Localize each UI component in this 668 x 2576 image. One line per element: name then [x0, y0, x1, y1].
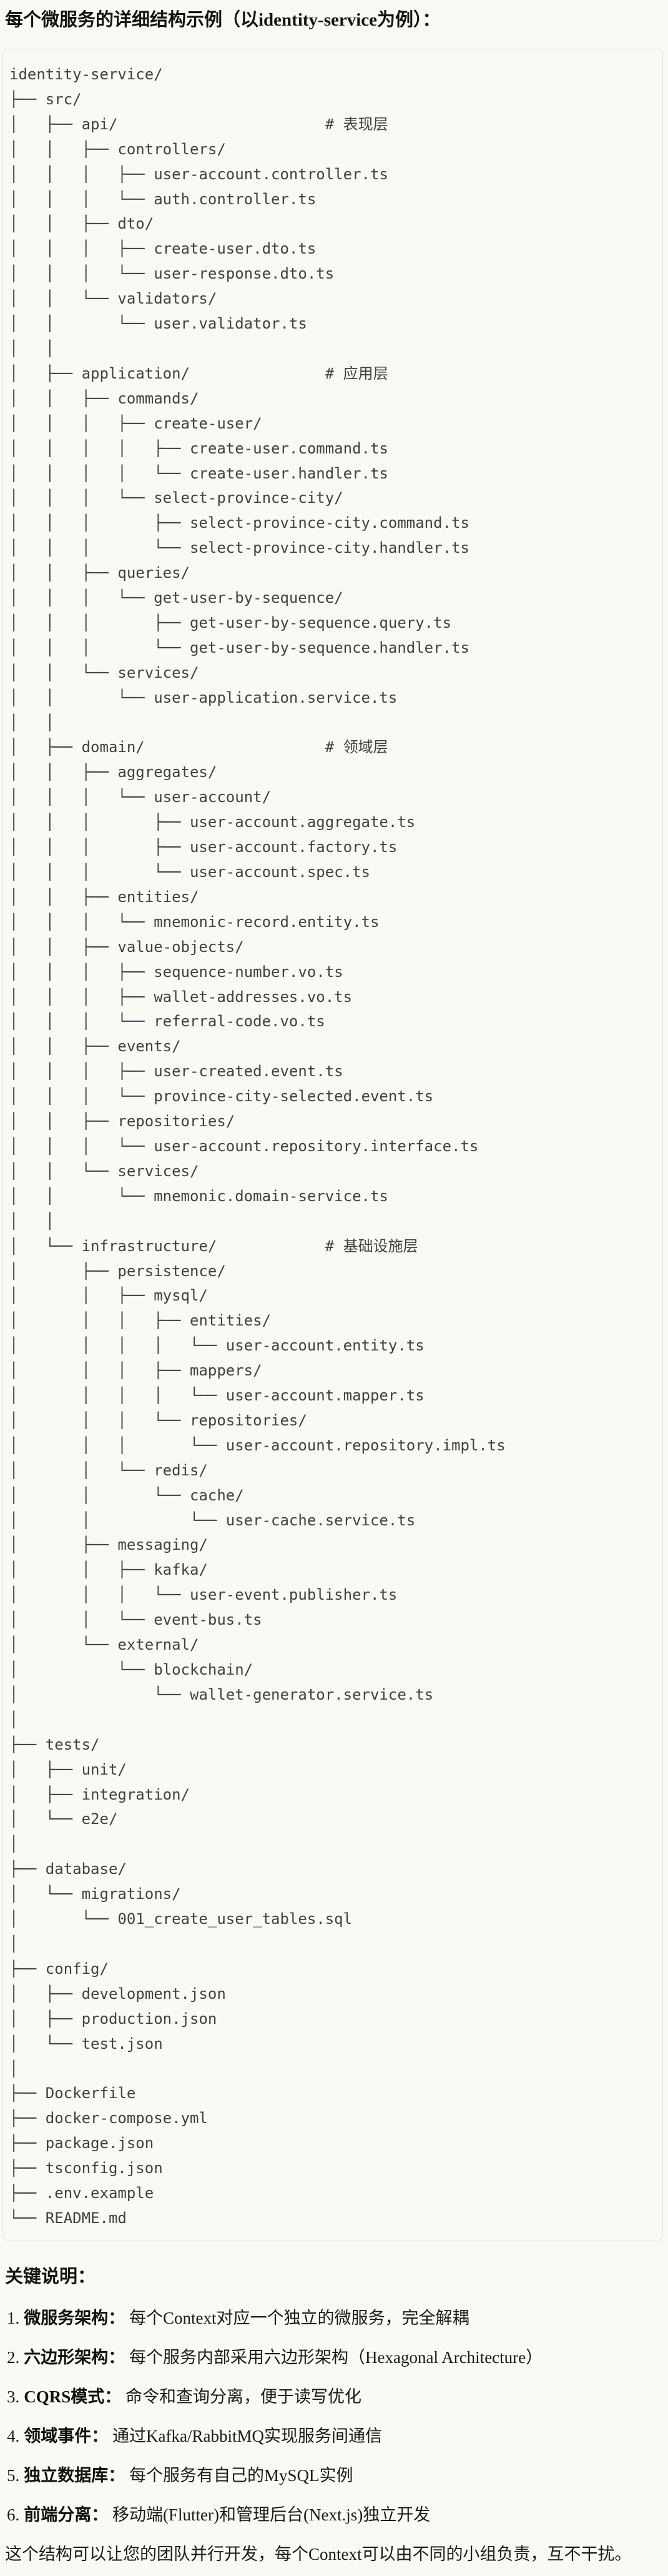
note-item: 1.微服务架构： 每个Context对应一个独立的微服务，完全解耦	[7, 2307, 663, 2329]
note-item-term: 六边形架构	[24, 2347, 109, 2367]
note-item: 5.独立数据库： 每个服务有自己的MySQL实例	[7, 2465, 663, 2486]
note-item-number: 2.	[7, 2347, 20, 2367]
closing-paragraph: 这个结构可以让您的团队并行开发，每个Context可以由不同的小组负责，互不干扰…	[5, 2544, 632, 2564]
notes-heading: 关键说明：	[5, 2266, 96, 2287]
note-item-text: 通过Kafka/RabbitMQ实现服务间通信	[112, 2426, 382, 2445]
page-title: 每个微服务的详细结构示例（以identity-service为例）：	[5, 10, 441, 30]
note-item-colon: ：	[108, 2308, 125, 2327]
note-item: 3.CQRS模式： 命令和查询分离，便于读写优化	[7, 2386, 663, 2407]
note-item-colon: ：	[91, 2505, 109, 2524]
directory-tree: identity-service/ ├── src/ │ ├── api/ # …	[9, 66, 506, 2227]
note-item-colon: ：	[104, 2387, 122, 2406]
note-item: 6.前端分离： 移动端(Flutter)和管理后台(Next.js)独立开发	[7, 2504, 663, 2525]
note-item-term: CQRS模式	[24, 2387, 105, 2406]
note-item-term: 独立数据库	[24, 2465, 109, 2485]
note-item-text: 每个服务内部采用六边形架构（Hexagonal Architecture）	[129, 2347, 543, 2367]
note-item-text: 每个服务有自己的MySQL实例	[129, 2465, 353, 2485]
note-item-number: 3.	[7, 2387, 20, 2406]
note-item-number: 5.	[7, 2465, 20, 2485]
code-block: identity-service/ ├── src/ │ ├── api/ # …	[2, 49, 663, 2241]
note-item-colon: ：	[91, 2426, 109, 2445]
notes-list: 1.微服务架构： 每个Context对应一个独立的微服务，完全解耦 2.六边形架…	[5, 2307, 663, 2525]
note-item-colon: ：	[108, 2465, 125, 2485]
note-item: 2.六边形架构： 每个服务内部采用六边形架构（Hexagonal Archite…	[7, 2347, 663, 2368]
note-item-number: 6.	[7, 2505, 20, 2524]
note-item-term: 领域事件	[24, 2426, 92, 2445]
note-item-number: 1.	[7, 2308, 20, 2327]
note-item-colon: ：	[108, 2347, 125, 2367]
note-item-term: 微服务架构	[24, 2308, 109, 2327]
note-item: 4.领域事件： 通过Kafka/RabbitMQ实现服务间通信	[7, 2425, 663, 2447]
notes-section: 关键说明： 1.微服务架构： 每个Context对应一个独立的微服务，完全解耦 …	[5, 2265, 663, 2565]
note-item-text: 移动端(Flutter)和管理后台(Next.js)独立开发	[112, 2505, 431, 2524]
note-item-text: 命令和查询分离，便于读写优化	[125, 2387, 362, 2406]
note-item-text: 每个Context对应一个独立的微服务，完全解耦	[129, 2308, 469, 2327]
note-item-term: 前端分离	[24, 2505, 92, 2524]
note-item-number: 4.	[7, 2426, 20, 2445]
